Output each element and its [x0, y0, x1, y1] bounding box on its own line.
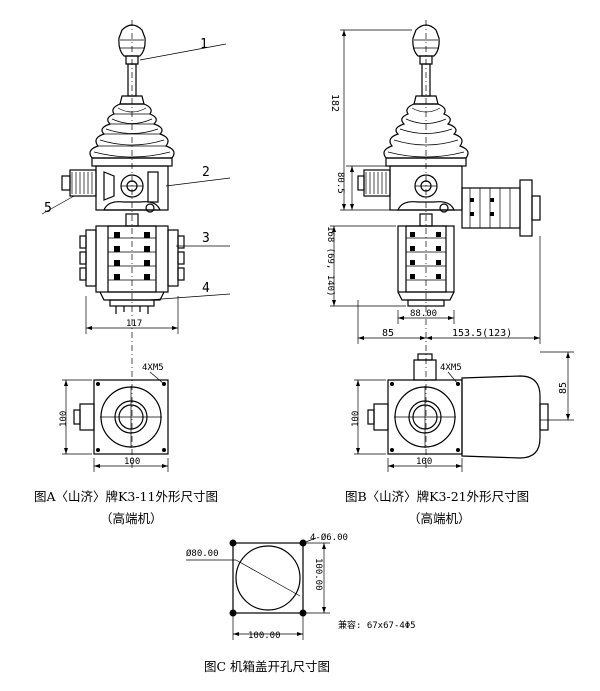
dim-b-top: 100: [416, 457, 432, 467]
callout-5: 5: [44, 201, 52, 216]
dim-a-top: 100: [124, 457, 140, 467]
subcaption-a: （高端机）: [100, 511, 163, 526]
dim-c-width: 100.00: [248, 631, 281, 641]
dim-b-motor: 85: [558, 382, 569, 394]
dim-b-mid: 80.5: [335, 172, 345, 194]
callout-1: 1: [200, 37, 208, 52]
subcaption-b: （高端机）: [408, 511, 471, 526]
dim-b-base: 88.00: [410, 309, 437, 319]
dim-a-side: 100: [59, 411, 69, 427]
screws-a: 4XM5: [142, 363, 164, 373]
dim-c-circle: Ø80.00: [186, 548, 219, 559]
figure-b-front-view: 182 80.5 168 (69, 140) 88.00 85 153.5(12…: [325, 20, 541, 470]
callout-2: 2: [202, 165, 210, 180]
compat-note: 兼容: 67x67-4Φ5: [338, 619, 416, 631]
callout-3: 3: [202, 231, 210, 246]
dim-a-width: 117: [126, 319, 142, 329]
dim-b-left: 85: [382, 328, 394, 339]
caption-a: 图A〈山济〉牌K3-11外形尺寸图: [34, 489, 218, 504]
figure-b-top-view: 100 100 85 4XM5: [351, 351, 574, 472]
dim-c-height: 100.00: [313, 558, 323, 591]
dim-b-side: 100: [351, 411, 361, 427]
dim-c-holes: 4-Ø6.00: [310, 532, 348, 543]
figure-a-top-view: 100 100 4XM5: [59, 363, 169, 472]
dim-b-right: 153.5(123): [452, 328, 512, 339]
callout-4: 4: [202, 281, 210, 296]
caption-c: 图C 机箱盖开孔尺寸图: [204, 659, 331, 674]
dim-b-height: 182: [329, 94, 340, 112]
figure-a-front-view: 117 1 2 3 4 5: [41, 20, 231, 470]
caption-b: 图B〈山济〉牌K3-21外形尺寸图: [345, 489, 530, 504]
dim-b-lower: 168 (69, 140): [325, 226, 335, 296]
screws-b: 4XM5: [440, 363, 462, 373]
figure-c-cutout: 4-Ø6.00 Ø80.00 100.00 100.00 兼容: 67x67-4…: [186, 532, 416, 641]
